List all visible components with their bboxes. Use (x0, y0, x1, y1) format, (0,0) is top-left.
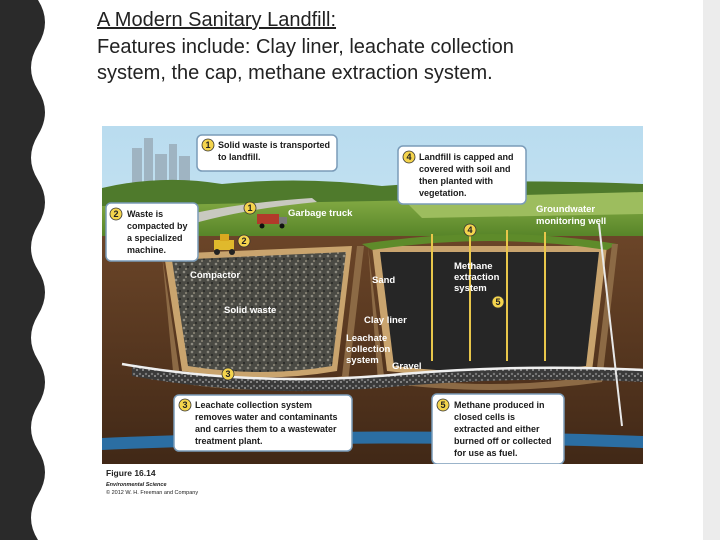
marker-2: 2 (237, 234, 251, 248)
city-skyline (132, 138, 190, 188)
svg-text:4: 4 (467, 225, 472, 235)
label-leachate-3: system (346, 355, 379, 366)
svg-text:and carries them to a wastewat: and carries them to a wastewater (195, 424, 337, 434)
svg-text:a specialized: a specialized (127, 233, 183, 243)
marker-5: 5 (491, 295, 505, 309)
svg-text:closed cells is: closed cells is (454, 412, 515, 422)
label-methane-3: system (454, 283, 487, 294)
label-leachate-2: collection (346, 344, 391, 355)
label-groundwater-2: monitoring well (536, 216, 606, 227)
svg-text:Leachate collection system: Leachate collection system (195, 400, 312, 410)
road (162, 198, 317, 230)
garbage-truck-icon (257, 214, 287, 229)
svg-text:5: 5 (440, 400, 445, 410)
svg-text:vegetation.: vegetation. (419, 188, 467, 198)
svg-text:2: 2 (113, 209, 118, 219)
label-methane-1: Methane (454, 261, 493, 272)
svg-text:5: 5 (495, 297, 500, 307)
landfill-cap (362, 234, 617, 250)
right-edge-strip (703, 0, 720, 540)
label-sand: Sand (372, 275, 395, 286)
marker-3: 3 (221, 367, 235, 381)
figure-copyright: © 2012 W. H. Freeman and Company (106, 489, 198, 496)
label-clay-liner: Clay liner (364, 315, 407, 326)
svg-text:burned off or collected: burned off or collected (454, 436, 552, 446)
svg-text:Methane produced in: Methane produced in (454, 400, 545, 410)
landfill-figure: 1 2 3 4 5 Garbage truck Compactor Solid … (102, 126, 643, 496)
callout-2: 2 Waste is compacted by a specialized ma… (105, 202, 199, 262)
decorative-wavy-border (0, 0, 45, 540)
slide-body-line-1: Features include: Clay liner, leachate c… (97, 35, 514, 58)
label-compactor: Compactor (190, 270, 240, 281)
callout-5: 5 Methane produced in closed cells is ex… (431, 393, 565, 465)
compactor-icon (214, 234, 235, 255)
svg-text:machine.: machine. (127, 245, 166, 255)
monitoring-well (598, 223, 623, 427)
slide-body-line-2: system, the cap, methane extraction syst… (97, 62, 493, 84)
svg-text:to landfill.: to landfill. (218, 152, 261, 162)
svg-text:then planted with: then planted with (419, 176, 493, 186)
label-leachate-1: Leachate (346, 333, 387, 344)
slide-text-block: A Modern Sanitary Landfill: Features inc… (97, 7, 697, 87)
landfill-diagram: 1 2 3 4 5 Garbage truck Compactor Solid … (102, 126, 643, 496)
solid-waste-left (172, 252, 346, 372)
label-gravel: Gravel (392, 361, 422, 372)
label-solid-waste: Solid waste (224, 305, 276, 316)
callout-3: 3 Leachate collection system removes wat… (173, 394, 353, 452)
svg-text:Solid waste is transported: Solid waste is transported (218, 140, 330, 150)
svg-text:covered with soil and: covered with soil and (419, 164, 511, 174)
marker-1: 1 (243, 201, 257, 215)
svg-text:3: 3 (225, 369, 230, 379)
svg-text:compacted by: compacted by (127, 221, 188, 231)
label-garbage-truck: Garbage truck (288, 208, 353, 219)
gravel-layer (132, 364, 643, 392)
svg-text:treatment plant.: treatment plant. (195, 436, 263, 446)
label-methane-2: extraction (454, 272, 500, 283)
callout-4: 4 Landfill is capped and covered with so… (397, 145, 527, 205)
svg-text:2: 2 (241, 236, 246, 246)
clay-liner-left (162, 246, 364, 390)
svg-text:extracted and either: extracted and either (454, 424, 540, 434)
callout-1: 1 Solid waste is transported to landfill… (196, 134, 338, 172)
leachate-pipe (121, 362, 643, 381)
marker-4: 4 (463, 223, 477, 237)
figure-number: Figure 16.14 (106, 468, 156, 478)
svg-text:3: 3 (182, 400, 187, 410)
methane-wells (431, 230, 546, 361)
caption-strip (102, 464, 643, 496)
label-groundwater-1: Groundwater (536, 204, 595, 215)
svg-text:1: 1 (247, 203, 252, 213)
figure-book: Environmental Science (106, 482, 167, 488)
svg-text:removes water and contaminants: removes water and contaminants (195, 412, 338, 422)
svg-text:Waste is: Waste is (127, 209, 163, 219)
svg-text:4: 4 (406, 152, 411, 162)
svg-text:for use as fuel.: for use as fuel. (454, 448, 518, 458)
svg-text:1: 1 (205, 140, 210, 150)
svg-text:Landfill is capped and: Landfill is capped and (419, 152, 514, 162)
slide-title: A Modern Sanitary Landfill: (97, 9, 337, 31)
